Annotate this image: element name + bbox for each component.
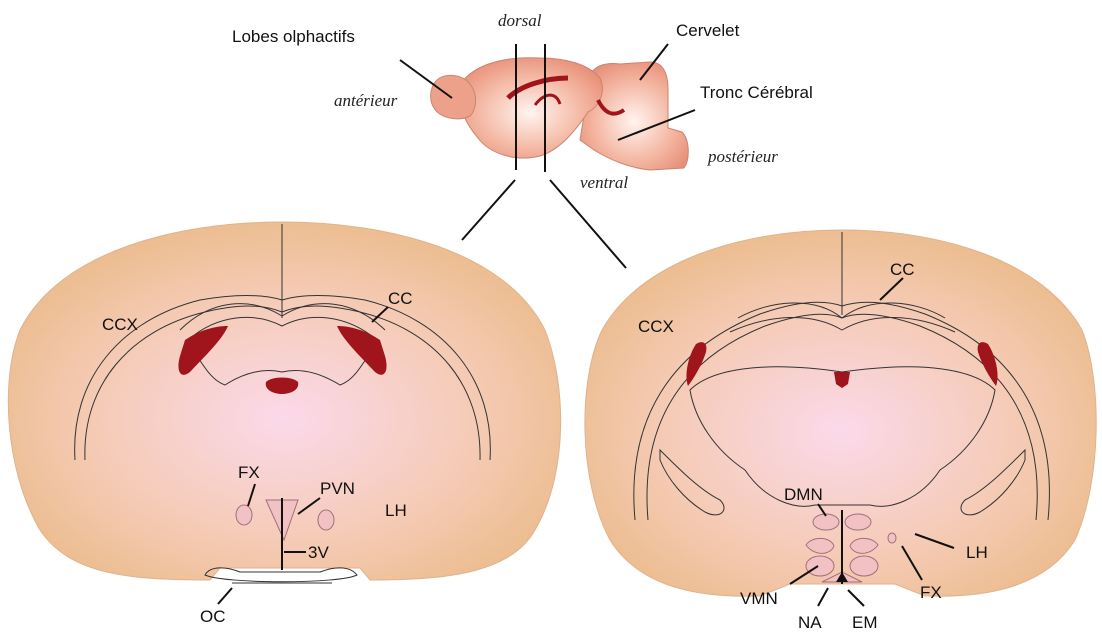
left-cc-label: CC xyxy=(388,289,413,308)
left-3v-label: 3V xyxy=(308,543,329,562)
right-cc-label: CC xyxy=(890,260,915,279)
dorsal-label: dorsal xyxy=(498,11,542,30)
right-em-label: EM xyxy=(852,613,878,632)
right-dmn-label: DMN xyxy=(784,485,823,504)
right-lh-label: LH xyxy=(966,543,988,562)
right-ccx-label: CCX xyxy=(638,317,674,336)
right-vmn-label: VMN xyxy=(740,589,778,608)
left-oc-label: OC xyxy=(200,607,226,626)
anterior-label: antérieur xyxy=(334,91,398,110)
left-coronal-section xyxy=(8,222,560,604)
right-fx-label: FX xyxy=(920,583,942,602)
left-pvn-label: PVN xyxy=(320,479,355,498)
right-coronal-section xyxy=(585,230,1096,606)
left-lh-label: LH xyxy=(385,501,407,520)
right-na-label: NA xyxy=(798,613,822,632)
brainstem-label: Tronc Cérébral xyxy=(700,83,813,102)
left-fx-label: FX xyxy=(238,463,260,482)
posterior-label: postérieur xyxy=(707,147,778,166)
cerebellum-label: Cervelet xyxy=(676,21,740,40)
olfactory-lobes-label: Lobes olphactifs xyxy=(232,27,355,46)
left-ccx-label: CCX xyxy=(102,315,138,334)
sagittal-brain xyxy=(400,44,695,268)
ventral-label: ventral xyxy=(580,173,628,192)
